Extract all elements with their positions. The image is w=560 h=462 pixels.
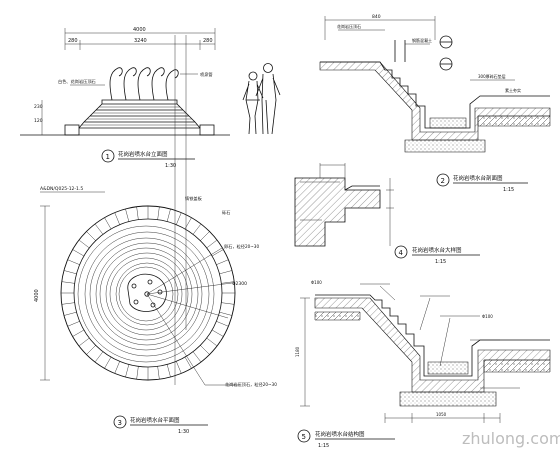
elevation-view: 4000 280 3240 280 白色、花岗岩压顶石 喷泉管 120 230 [20,27,281,169]
dim-height-a: 120 [34,118,43,124]
title-1-text: 花岗岩喷水台立面图 [118,150,168,158]
title-2-num: 2 [441,177,445,185]
title-1-num: 1 [106,153,110,161]
plan-spec: A&DN/Q025-12-1.5 [40,186,83,192]
title-2-scale: 1:15 [503,187,514,193]
dim-height-b: 230 [34,104,43,110]
structure-view-5: Φ100 Φ100 1180 1050 5 花岗岩喷水台结构图 1:15 [295,280,551,449]
title-3-scale: 1:30 [178,429,189,435]
sec2-note-3: 300厚碎石垫层 [478,73,506,79]
people-figure [242,63,281,135]
plan-note-d: 花岗岩压顶石，粒径20~30 [225,381,277,388]
sec5-note-2: Φ100 [482,314,493,319]
dim-top-mid: 3240 [134,38,147,44]
dim-top-left: 280 [68,38,78,44]
sec2-note-4: 素土夯实 [505,87,521,93]
elev-note-left: 白色、花岗岩压顶石 [58,78,96,85]
title-2-text: 花岗岩喷水台剖面图 [453,174,503,182]
title-5-scale: 1:15 [318,443,329,449]
title-5-num: 5 [302,433,306,441]
title-5-text: 花岗岩喷水台结构图 [315,430,365,438]
section-view-2: 840 花岗岩压顶石 钢筋混凝土 300厚碎石垫层 素土夯实 2 花岗岩喷水台剖… [319,14,551,193]
watermark: zhulong.com [462,429,560,448]
title-4-text: 花岗岩喷水台大样图 [412,246,462,254]
plan-dim-outer: 4000 [34,289,40,302]
plan-note-b: 砾石 [222,209,230,216]
title-3-text: 花岗岩喷水台平面图 [130,416,180,424]
sec2-dim: 840 [372,14,381,20]
title-3-num: 3 [118,419,122,427]
sec5-dim-v: 1180 [295,346,300,357]
title-1-scale: 1:30 [165,163,176,169]
dim-total: 4000 [133,27,146,33]
plan-view: 4000 A&DN/Q025-12-1.5 铸铁盖板 砾石 卵石，粒径20~30… [34,186,277,435]
sec5-dim-h: 1050 [436,412,447,417]
plan-note-a: 铸铁盖板 [185,195,203,202]
sec2-note-1: 花岗岩压顶石 [337,23,361,29]
plan-r1: Φ2300 [232,281,247,287]
sec5-note-1: Φ100 [311,280,322,285]
title-4-num: 4 [399,249,404,257]
elev-note-right: 喷泉管 [200,71,213,78]
detail-view-4: 4 花岗岩喷水台大样图 1:15 [294,163,480,265]
plan-note-c: 卵石，粒径20~30 [224,243,259,250]
title-4-scale: 1:15 [435,259,446,265]
dim-top-right: 280 [203,38,213,44]
sec2-note-2: 钢筋混凝土 [412,37,432,43]
